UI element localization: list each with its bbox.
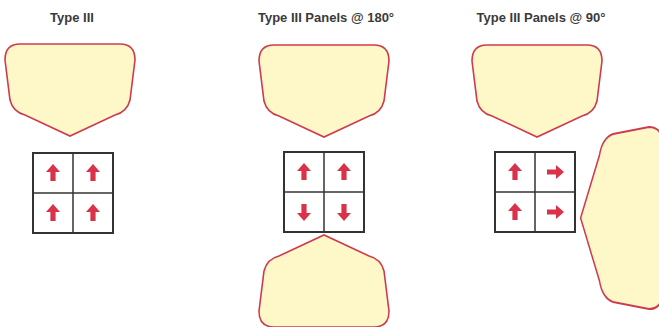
light-pattern — [259, 45, 389, 137]
panel-title: Type III — [50, 10, 94, 26]
panel-grid — [495, 152, 575, 232]
panel-grid — [33, 153, 113, 233]
light-pattern — [581, 127, 659, 309]
panel-title: Type III Panels @ 180° — [258, 10, 394, 26]
panel-title: Type III Panels @ 90° — [477, 10, 606, 26]
light-pattern — [472, 45, 602, 137]
panel-grid — [284, 152, 364, 232]
light-pattern — [259, 235, 389, 327]
light-pattern — [5, 44, 135, 136]
